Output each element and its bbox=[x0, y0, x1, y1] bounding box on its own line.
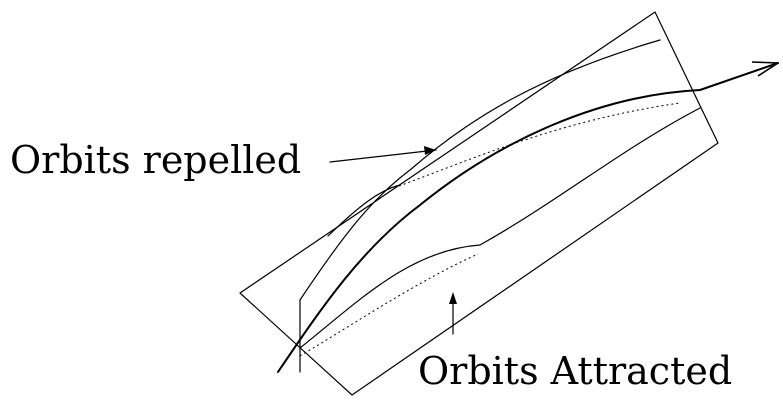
attracted-pointer-head bbox=[449, 292, 457, 304]
dotted-lower-curve bbox=[299, 253, 479, 357]
region-boundary bbox=[239, 11, 719, 396]
central-orbit-arrowhead bbox=[751, 61, 779, 77]
upper-flow-curve bbox=[327, 184, 401, 237]
repelled-orbit-curve bbox=[299, 39, 661, 313]
orbits-attracted-label: Orbits Attracted bbox=[418, 349, 733, 393]
repelled-pointer bbox=[329, 149, 437, 163]
orbits-repelled-label: Orbits repelled bbox=[10, 138, 302, 182]
attracted-orbit-curve bbox=[299, 107, 701, 349]
repelled-pointer-head bbox=[424, 146, 436, 155]
central-orbit bbox=[277, 62, 779, 373]
dotted-upper-curve bbox=[398, 102, 681, 187]
